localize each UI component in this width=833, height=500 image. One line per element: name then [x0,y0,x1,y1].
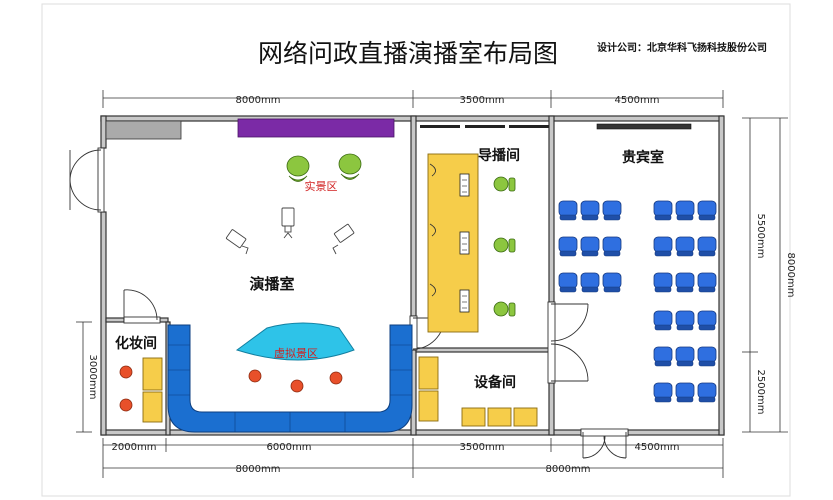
equipment-room-label: 设备间 [474,374,516,391]
console-details [462,179,467,309]
dim-bottom-total-1: 8000mm [236,464,281,475]
dim-right-lower: 2500mm [755,370,766,415]
dim-left: 3000mm [87,355,98,400]
page-frame [41,3,791,497]
vip-chair [697,346,717,367]
right-dimensions [742,117,788,433]
real-scene-chairs [286,153,362,182]
vip-chair [653,382,673,403]
dim-bottom-total-2: 8000mm [546,464,591,475]
control-consoles [459,173,470,313]
top-dimension [102,90,724,108]
vip-chair [697,310,717,331]
control-vip-door[interactable] [547,301,589,384]
main-entrance-door[interactable] [69,147,105,213]
vip-chair [602,200,622,221]
vip-chair [675,310,695,331]
vip-room-label: 贵宾室 [622,149,664,166]
real-scene-label: 实景区 [305,179,338,193]
vip-chair [580,272,600,293]
equipment-racks [418,356,538,427]
vip-chair [697,200,717,221]
vip-chair [675,272,695,293]
stools-makeup [119,365,133,412]
stools-studio [248,369,343,393]
vip-chair [558,200,578,221]
vip-chair [675,236,695,257]
dim-bottom-1: 2000mm [112,442,157,453]
virtual-scene-label: 虚拟景区 [274,346,318,360]
camera-icon [281,207,295,239]
vip-screen [596,123,692,130]
control-desk [427,153,479,333]
left-dimension [76,321,92,433]
control-room-top-bars [420,125,549,128]
vip-chair [675,346,695,367]
vip-chair [558,272,578,293]
vip-entrance-door[interactable] [580,428,629,459]
wall-corner-block [105,120,182,140]
vip-chair [558,236,578,257]
makeup-door[interactable] [123,289,161,324]
makeup-room-label: 化妆间 [115,335,157,352]
vip-chair [675,382,695,403]
operator-chairs [493,176,516,317]
bottom-dimensions [102,438,724,478]
dim-top-1: 8000mm [236,95,281,106]
vip-chairs [558,200,717,403]
vip-chair [653,200,673,221]
control-desk-edge [429,163,436,297]
makeup-tables [142,357,163,423]
vip-chair [653,346,673,367]
vip-chair [580,236,600,257]
purple-backdrop [237,118,395,138]
camera-icon [225,229,249,255]
studio-room-label: 演播室 [249,275,294,293]
vip-chair [602,272,622,293]
blue-u-screen [167,324,413,433]
vip-chair [653,310,673,331]
blue-screen-seams [168,344,412,432]
virtual-stage [235,322,355,361]
dim-right-outer: 8000mm [785,253,796,298]
vip-chair [697,382,717,403]
control-room-label: 导播间 [478,147,520,164]
vip-chair [580,200,600,221]
vip-chair [653,236,673,257]
dim-right-upper: 5500mm [755,214,766,259]
camera-icon [332,223,355,255]
vip-chair [675,200,695,221]
vip-chair [697,272,717,293]
designer-credit: 设计公司：北京华科飞扬科技股份公司 [597,41,767,54]
vip-chair [697,236,717,257]
vip-chair [653,272,673,293]
dim-bottom-2: 6000mm [267,442,312,453]
plan-title: 网络问政直播演播室布局图 [258,39,558,68]
vip-chair [602,236,622,257]
dim-top-3: 4500mm [615,95,660,106]
dim-bottom-4: 4500mm [635,442,680,453]
dim-bottom-3: 3500mm [460,442,505,453]
dim-top-2: 3500mm [460,95,505,106]
